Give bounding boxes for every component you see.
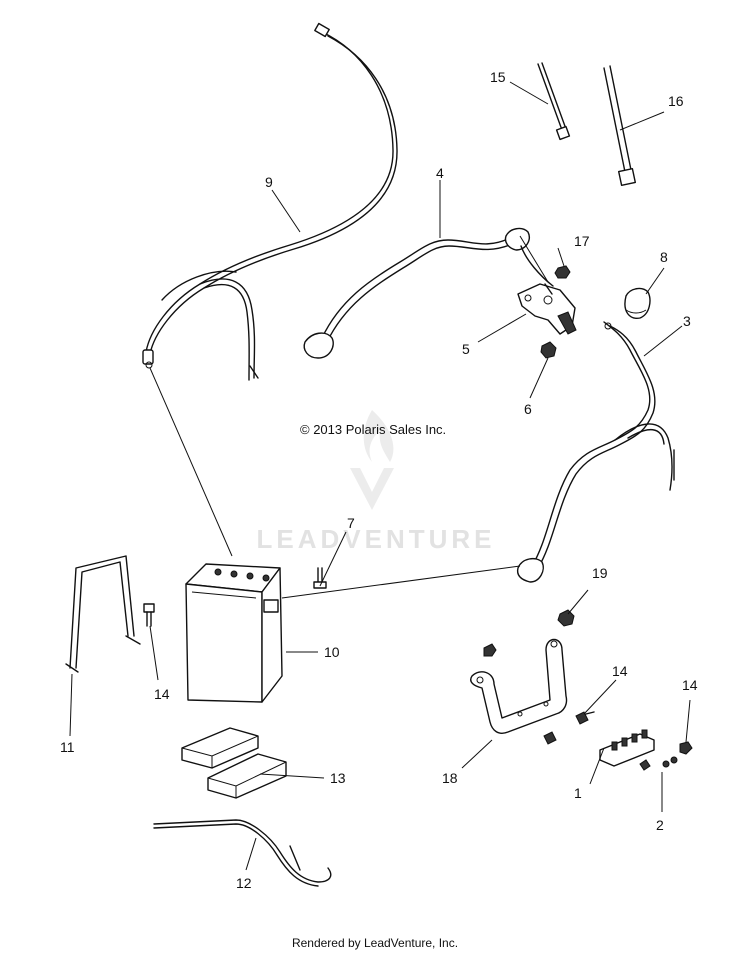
callout-1: 1 — [574, 785, 582, 801]
callout-3: 3 — [683, 313, 691, 329]
part-11-hold-down-strap — [65, 555, 141, 673]
callout-2: 2 — [656, 817, 664, 833]
part-14-bolt-middle — [543, 711, 595, 745]
part-2-washer-and-bolt — [639, 741, 693, 771]
part-18-mounting-bracket — [470, 638, 568, 734]
callout-9: 9 — [265, 174, 273, 190]
part-13-battery-pads — [181, 727, 287, 799]
part-16-cable-tie — [603, 65, 637, 187]
part-8-terminal-boot — [624, 287, 651, 319]
footer-rendered-by: Rendered by LeadVenture, Inc. — [291, 936, 459, 950]
part-19-nut — [483, 609, 575, 657]
callout-10: 10 — [324, 644, 340, 660]
part-15-cable-tie — [537, 62, 571, 141]
callout-14-right: 14 — [682, 677, 698, 693]
callout-5: 5 — [462, 341, 470, 357]
callout-12: 12 — [236, 875, 252, 891]
part-1-fuse-block — [599, 729, 655, 767]
callout-4: 4 — [436, 165, 444, 181]
part-12-vent-tube — [153, 819, 332, 887]
callout-17: 17 — [574, 233, 590, 249]
part-10-battery — [185, 563, 283, 703]
part-9-battery-cable — [142, 22, 398, 381]
watermark-text: LEADVENTURE — [256, 524, 495, 554]
part-6-nut — [540, 341, 557, 359]
part-5-bracket — [517, 283, 577, 335]
callout-7: 7 — [347, 515, 355, 531]
callout-6: 6 — [524, 401, 532, 417]
part-17-nut — [554, 265, 571, 279]
leader-lines — [69, 81, 691, 871]
callout-14-left: 14 — [154, 686, 170, 702]
callout-19: 19 — [592, 565, 608, 581]
part-4-positive-cable — [303, 227, 554, 359]
callout-16: 16 — [668, 93, 684, 109]
callout-15: 15 — [490, 69, 506, 85]
callout-8: 8 — [660, 249, 668, 265]
callout-labels: 9 4 15 16 17 8 3 5 6 7 19 10 14 14 14 11… — [60, 69, 698, 891]
callout-18: 18 — [442, 770, 458, 786]
callout-14-middle: 14 — [612, 663, 628, 679]
callout-11: 11 — [60, 739, 75, 755]
part-14-bolt-left — [143, 603, 155, 627]
part-3-negative-cable — [516, 321, 675, 583]
callout-13: 13 — [330, 770, 346, 786]
copyright-text: © 2013 Polaris Sales Inc. — [300, 422, 446, 437]
leadventure-watermark: LEADVENTURE — [256, 410, 495, 554]
